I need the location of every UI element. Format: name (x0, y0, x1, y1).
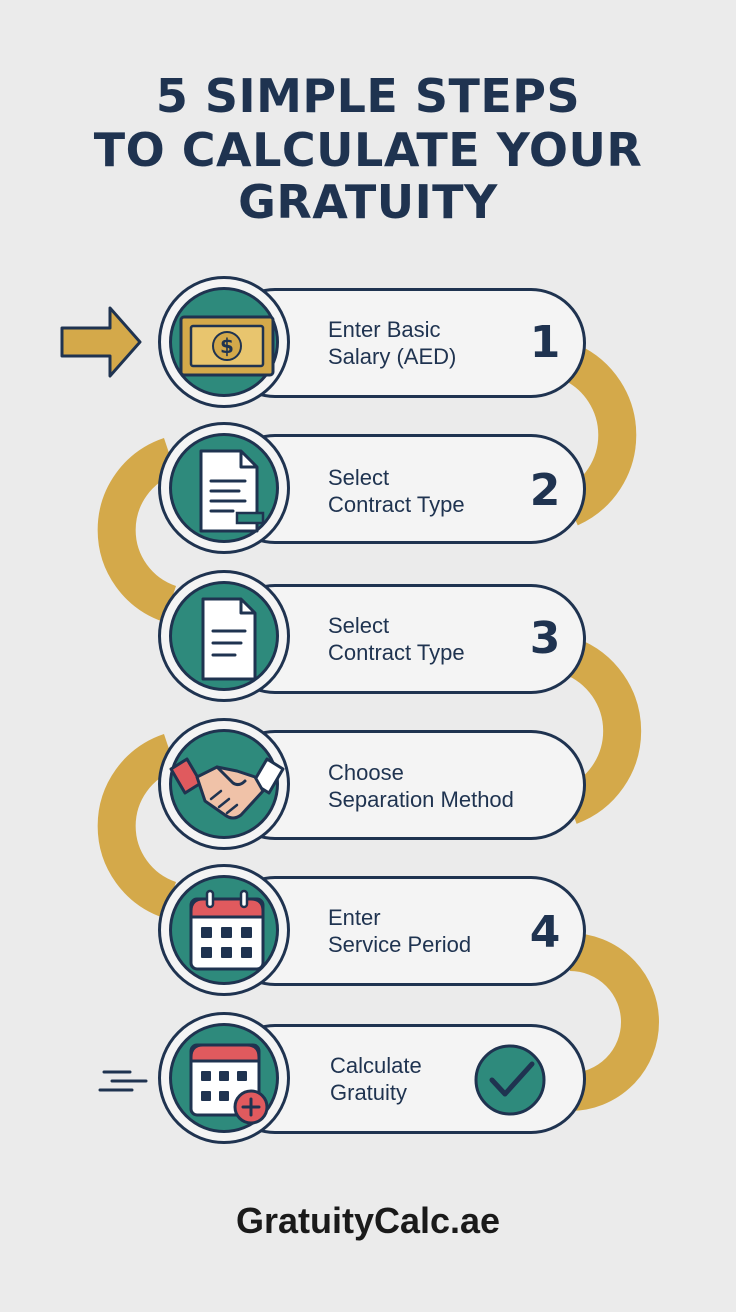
step-2-number: 2 (529, 465, 561, 516)
step-5-number: 4 (529, 907, 561, 958)
step-4-icon-badge (158, 718, 290, 850)
dollar-bill-icon: $ (179, 315, 275, 377)
speed-lines-icon (98, 1070, 148, 1092)
step-3-icon-badge (158, 570, 290, 702)
step-1-icon-badge: $ (158, 276, 290, 408)
document-icon (201, 597, 257, 681)
checkmark-icon (474, 1044, 546, 1116)
calendar-icon (189, 889, 265, 971)
connector-arc-left-1 (97, 437, 177, 623)
title-line-1: 5 SIMPLE STEPS (155, 69, 581, 123)
step-3-number: 3 (529, 613, 561, 664)
step-2-icon-badge (158, 422, 290, 554)
footer-brand: GratuityCalc.ae (235, 1200, 501, 1241)
start-arrow-icon (60, 306, 142, 378)
calendar-plus-icon (189, 1043, 269, 1125)
connector-arc-left-2 (97, 733, 177, 919)
title-line-3: GRATUITY (238, 175, 498, 229)
step-1-number: 1 (529, 317, 561, 368)
handshake-icon (169, 757, 285, 820)
connector-arc-right-3 (569, 933, 659, 1111)
step-5-icon-badge (158, 864, 290, 996)
connector-arc-right-2 (562, 638, 642, 824)
title-line-2: TO CALCULATE YOUR (93, 123, 643, 177)
connector-arc-right-1 (561, 344, 637, 526)
document-icon (199, 449, 265, 533)
step-6-icon-badge (158, 1012, 290, 1144)
svg-text:$: $ (220, 334, 234, 358)
